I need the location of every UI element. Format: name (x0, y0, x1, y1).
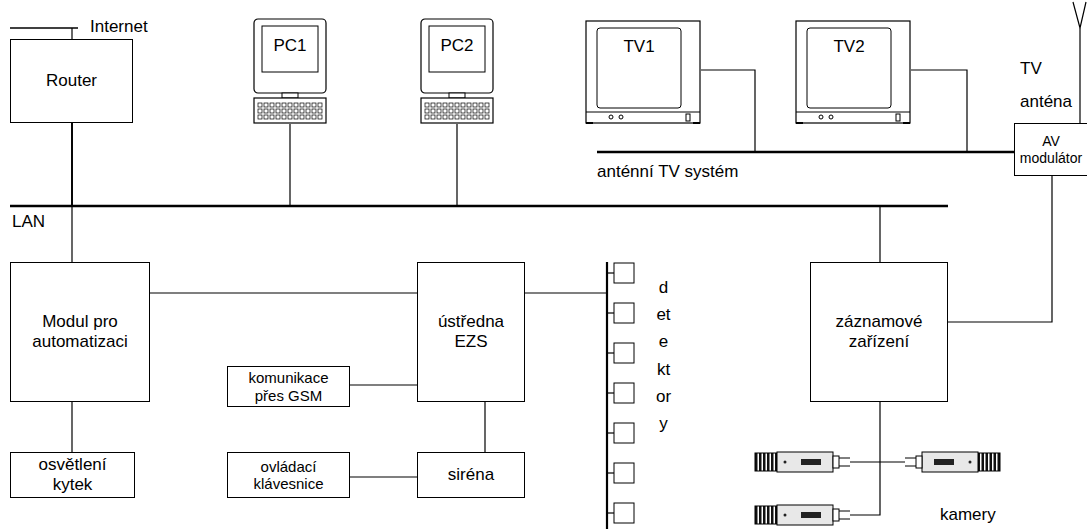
automation-box: Modul pro automatizaci (10, 262, 150, 402)
detector-bus (606, 262, 608, 529)
tv-icon (795, 20, 911, 124)
camera-label: kamery (940, 505, 996, 524)
antenna-symbol (1073, 2, 1086, 28)
camera-icon (755, 505, 850, 525)
detector-label: detektory (656, 278, 671, 433)
camera-back (916, 456, 922, 468)
detector-box (614, 303, 634, 323)
camera-plate (801, 512, 821, 518)
router-box: Router (10, 39, 133, 123)
antenna-mast (1079, 28, 1080, 123)
detector-tap (607, 512, 614, 513)
camera-icon (755, 452, 850, 472)
camera-label: kamery (940, 505, 996, 525)
detector-box (614, 463, 634, 483)
modulator-box: AV modulátor (1014, 123, 1087, 176)
connector (911, 70, 1014, 152)
camera-plate (934, 459, 954, 465)
device-name: TV2 (807, 32, 891, 62)
detector-tap (607, 312, 614, 313)
camera-lens (978, 453, 1000, 471)
antenna-label: TV anténa (1020, 52, 1076, 118)
detector-tap (607, 432, 614, 433)
network-label: Internet (90, 17, 148, 36)
connector (72, 123, 880, 262)
box-label: komunikace přes GSM (239, 369, 339, 404)
camera-led (784, 514, 787, 517)
tv-icon (585, 20, 701, 124)
camera-led (969, 461, 972, 464)
camera-pin (905, 458, 916, 459)
box-label: siréna (448, 465, 494, 485)
keypad-box: ovládací klávesnice (227, 452, 350, 498)
connector (150, 292, 417, 293)
alarm-panel-box: ústředna EZS (417, 262, 525, 402)
box-label: ústředna EZS (431, 312, 511, 351)
detector-feed (525, 292, 607, 293)
computer: PC2 (419, 18, 495, 124)
detector-box (614, 383, 634, 403)
box-label: osvětlení kytek (25, 455, 120, 494)
television: TV1 (585, 20, 701, 124)
box-label: záznamové zařízení (819, 312, 939, 351)
recorder-box: záznamové zařízení (810, 262, 948, 402)
detector-box (614, 503, 634, 523)
box-label: ovládací klávesnice (239, 458, 339, 493)
camera-body (922, 452, 978, 472)
camera-pin (839, 458, 850, 459)
detector-box (614, 263, 634, 283)
camera-pin (839, 519, 850, 520)
bus-label: anténní TV systém (597, 162, 738, 182)
camera-pin (905, 466, 916, 467)
camera-led (784, 461, 787, 464)
network-label: Internet (90, 17, 148, 37)
box-label: AV modulátor (1016, 133, 1086, 165)
bus-label: LAN (12, 212, 45, 231)
connector (484, 402, 485, 452)
camera-pin (839, 511, 850, 512)
camera-lens (755, 453, 777, 471)
detector-tap (607, 272, 614, 273)
television: TV2 (795, 20, 911, 124)
bus-label: anténní TV systém (597, 162, 738, 181)
connector (350, 476, 417, 477)
computer-icon (419, 18, 495, 124)
box-label: Router (46, 71, 97, 91)
computer: PC1 (252, 18, 328, 124)
gsm-box: komunikace přes GSM (227, 366, 350, 407)
detector-tap (607, 352, 614, 353)
camera-body (777, 505, 833, 525)
camera-back (833, 456, 839, 468)
internet-line (10, 27, 78, 29)
device-name: TV1 (597, 32, 681, 62)
device-name: PC1 (262, 26, 318, 66)
bus-label: LAN (12, 212, 45, 232)
camera-back (833, 509, 839, 521)
lighting-box: osvětlení kytek (10, 452, 135, 498)
camera-body (777, 452, 833, 472)
detector-box (614, 343, 634, 363)
connector (350, 384, 417, 385)
detector-tap (607, 392, 614, 393)
camera-lens (755, 506, 777, 524)
detector-box (614, 423, 634, 443)
camera-pin (839, 466, 850, 467)
camera-wire (850, 461, 905, 462)
computer-icon (252, 18, 328, 124)
connector (72, 123, 457, 206)
internet-drop (71, 28, 72, 39)
camera-wire (850, 402, 880, 515)
box-label: Modul pro automatizaci (20, 312, 140, 351)
connector (72, 123, 290, 206)
connector (71, 402, 72, 452)
camera-icon (905, 452, 1000, 472)
antenna-label: TV anténa (1020, 59, 1072, 111)
connector (948, 176, 1052, 322)
device-name: PC2 (429, 26, 485, 66)
camera-plate (801, 459, 821, 465)
detector-label: detektory (655, 274, 672, 437)
detector-tap (607, 472, 614, 473)
siren-box: siréna (417, 452, 525, 498)
